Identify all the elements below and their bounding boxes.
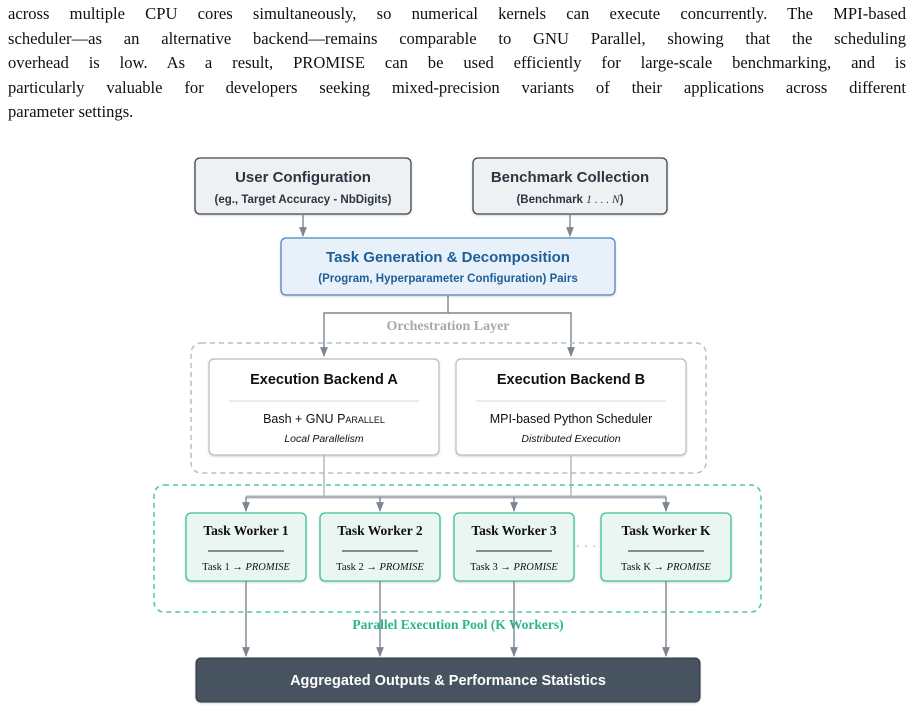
worker-2-title: Task Worker 2 — [337, 523, 423, 538]
pool-label-bg — [322, 615, 594, 633]
worker-k-task: Task K → PROMISE — [621, 562, 712, 573]
task-generation-box: Task Generation & Decomposition (Program… — [280, 237, 616, 296]
paragraph-line: parameter settings. — [8, 102, 134, 122]
user-config-title: User Configuration — [235, 169, 371, 186]
parallel-pool-label: Parallel Execution Pool (K Workers) — [352, 617, 563, 632]
task-generation-subtitle: (Program, Hyperparameter Configuration) … — [318, 273, 577, 285]
worker-1-title: Task Worker 1 — [203, 523, 289, 538]
paragraph-line: particularly valuable for developers see… — [8, 77, 906, 97]
body-paragraph: across multiple CPU cores simultaneously… — [8, 2, 906, 125]
backend-a-title: Execution Backend A — [250, 372, 398, 388]
paragraph-line: overhead is low. As a result, PROMISE ca… — [8, 53, 906, 73]
task-worker-k: Task Worker K Task K → PROMISE — [600, 512, 732, 582]
user-config-box: User Configuration (eg., Target Accuracy… — [194, 157, 412, 215]
benchmark-collection-box: Benchmark Collection (Benchmark 1 . . . … — [472, 157, 668, 215]
backend-a-box: Execution Backend A Bash + GNU Parallel … — [208, 358, 440, 456]
worker-3-title: Task Worker 3 — [471, 523, 557, 538]
aggregated-outputs-label: Aggregated Outputs & Performance Statist… — [290, 673, 606, 689]
paragraph-line: across multiple CPU cores simultaneously… — [8, 4, 906, 23]
paragraph-line: scheduler—as an alternative backend—rema… — [8, 28, 906, 48]
orchestration-label-bg — [368, 317, 528, 335]
task-worker-2: Task Worker 2 Task 2 → PROMISE — [319, 512, 441, 582]
aggregated-outputs-box: Aggregated Outputs & Performance Statist… — [195, 657, 701, 703]
worker-3-task: Task 3 → PROMISE — [470, 562, 558, 573]
arrow-taskgen-to-backend-b — [448, 312, 575, 357]
orchestration-layer-region — [190, 342, 707, 474]
user-config-subtitle: (eg., Target Accuracy - NbDigits) — [214, 194, 391, 206]
backend-b-line2: Distributed Execution — [521, 433, 620, 445]
worker-1-task: Task 1 → PROMISE — [202, 562, 290, 573]
orchestration-layer-label: Orchestration Layer — [387, 319, 510, 334]
task-worker-1: Task Worker 1 Task 1 → PROMISE — [185, 512, 307, 582]
backend-a-line2: Local Parallelism — [284, 433, 364, 445]
task-generation-title: Task Generation & Decomposition — [326, 249, 570, 266]
benchmark-title: Benchmark Collection — [491, 169, 649, 186]
backend-b-box: Execution Backend B MPI-based Python Sch… — [455, 358, 687, 456]
backend-a-line1: Bash + GNU Parallel — [263, 412, 385, 426]
worker-2-task: Task 2 → PROMISE — [336, 562, 424, 573]
benchmark-subtitle: (Benchmark 1 . . . N) — [516, 194, 623, 206]
parallel-pool-region — [153, 484, 762, 613]
worker-ellipsis: · · · — [576, 540, 597, 555]
arrow-taskgen-to-backend-a — [320, 295, 449, 357]
backend-b-title: Execution Backend B — [497, 372, 645, 388]
backend-b-line1: MPI-based Python Scheduler — [490, 412, 653, 426]
worker-k-title: Task Worker K — [621, 523, 711, 538]
task-worker-3: Task Worker 3 Task 3 → PROMISE — [453, 512, 575, 582]
